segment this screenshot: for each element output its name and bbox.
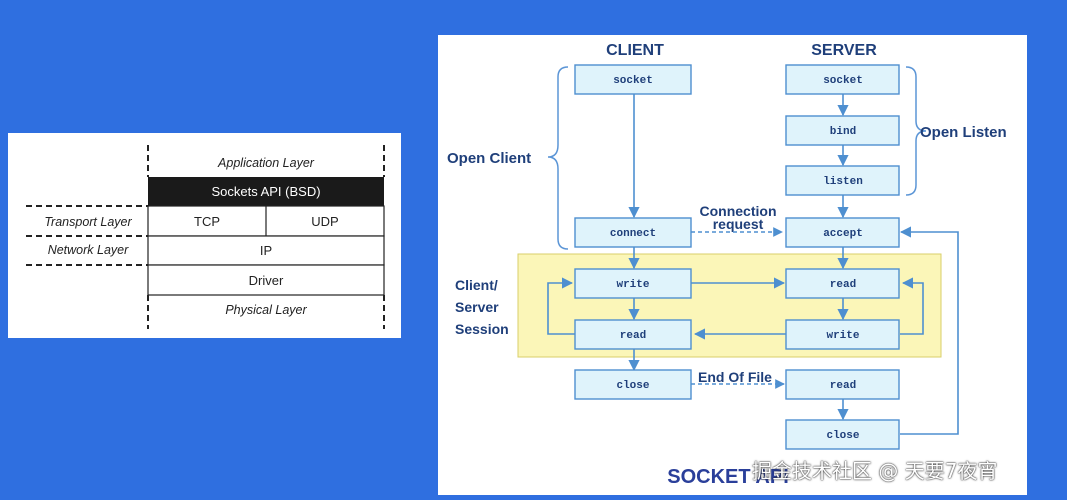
client-write-label: write — [616, 279, 649, 291]
client-read-box: read — [574, 319, 692, 350]
layer-diagram: Application Layer Sockets API (BSD) TCP … — [26, 145, 385, 329]
application-layer-label: Application Layer — [217, 156, 315, 170]
server-close-box: close — [785, 419, 900, 450]
tcp-label: TCP — [194, 214, 220, 229]
arrow-server-loop — [900, 277, 924, 335]
server-accept-label: accept — [823, 228, 863, 240]
arrow-client-loop — [547, 277, 575, 335]
ip-label: IP — [260, 243, 272, 258]
physical-layer-label: Physical Layer — [225, 303, 307, 317]
socket-flow-diagram: CLIENT SERVER Open Client Open Listen Cl… — [447, 42, 1007, 488]
server-title: SERVER — [811, 42, 877, 59]
server-read-label: read — [830, 279, 856, 291]
server-close-label: close — [826, 430, 859, 442]
session-label-line1: Client/ — [455, 277, 498, 293]
transport-layer-label: Transport Layer — [44, 215, 132, 229]
client-connect-box: connect — [574, 217, 692, 248]
client-title: CLIENT — [606, 42, 664, 59]
layer-diagram-panel: Application Layer Sockets API (BSD) TCP … — [8, 133, 401, 338]
server-read2-box: read — [785, 369, 900, 400]
server-listen-label: listen — [823, 176, 863, 188]
arrow-close-to-accept — [899, 226, 959, 435]
client-close-box: close — [574, 369, 692, 400]
open-listen-brace — [905, 66, 927, 196]
end-of-file-label: End Of File — [698, 369, 772, 385]
driver-row — [147, 264, 385, 296]
footer-title: SOCKET API — [667, 466, 789, 488]
ip-row — [147, 235, 385, 266]
server-read2-label: read — [830, 380, 856, 392]
open-client-brace — [547, 66, 569, 250]
open-client-label: Open Client — [447, 150, 531, 167]
server-read-box: read — [785, 268, 900, 299]
server-bind-box: bind — [785, 115, 900, 146]
server-accept-box: accept — [785, 217, 900, 248]
udp-label: UDP — [311, 214, 338, 229]
connection-request-line1: Connection — [700, 203, 777, 219]
client-socket-box: socket — [574, 64, 692, 95]
driver-label: Driver — [249, 273, 284, 288]
server-write-label: write — [826, 330, 859, 342]
server-listen-box: listen — [785, 165, 900, 196]
server-socket-label: socket — [823, 75, 863, 87]
watermark-text: 掘金技术社区 @ 天要7夜宵 — [752, 459, 998, 483]
server-write-box: write — [785, 319, 900, 350]
open-listen-label: Open Listen — [920, 124, 1007, 141]
server-socket-box: socket — [785, 64, 900, 95]
connection-request-line2: request — [713, 216, 764, 232]
client-read-label: read — [620, 330, 646, 342]
session-label-line2: Server — [455, 299, 499, 315]
server-bind-label: bind — [830, 126, 856, 138]
sockets-api-bar — [148, 177, 384, 206]
client-write-box: write — [574, 268, 692, 299]
client-socket-label: socket — [613, 75, 653, 87]
sockets-api-label: Sockets API (BSD) — [211, 184, 320, 199]
client-close-label: close — [616, 380, 649, 392]
client-connect-label: connect — [610, 228, 656, 240]
socket-flow-panel: CLIENT SERVER Open Client Open Listen Cl… — [438, 35, 1027, 495]
session-label-line3: Session — [455, 321, 509, 337]
network-layer-label: Network Layer — [48, 243, 129, 257]
